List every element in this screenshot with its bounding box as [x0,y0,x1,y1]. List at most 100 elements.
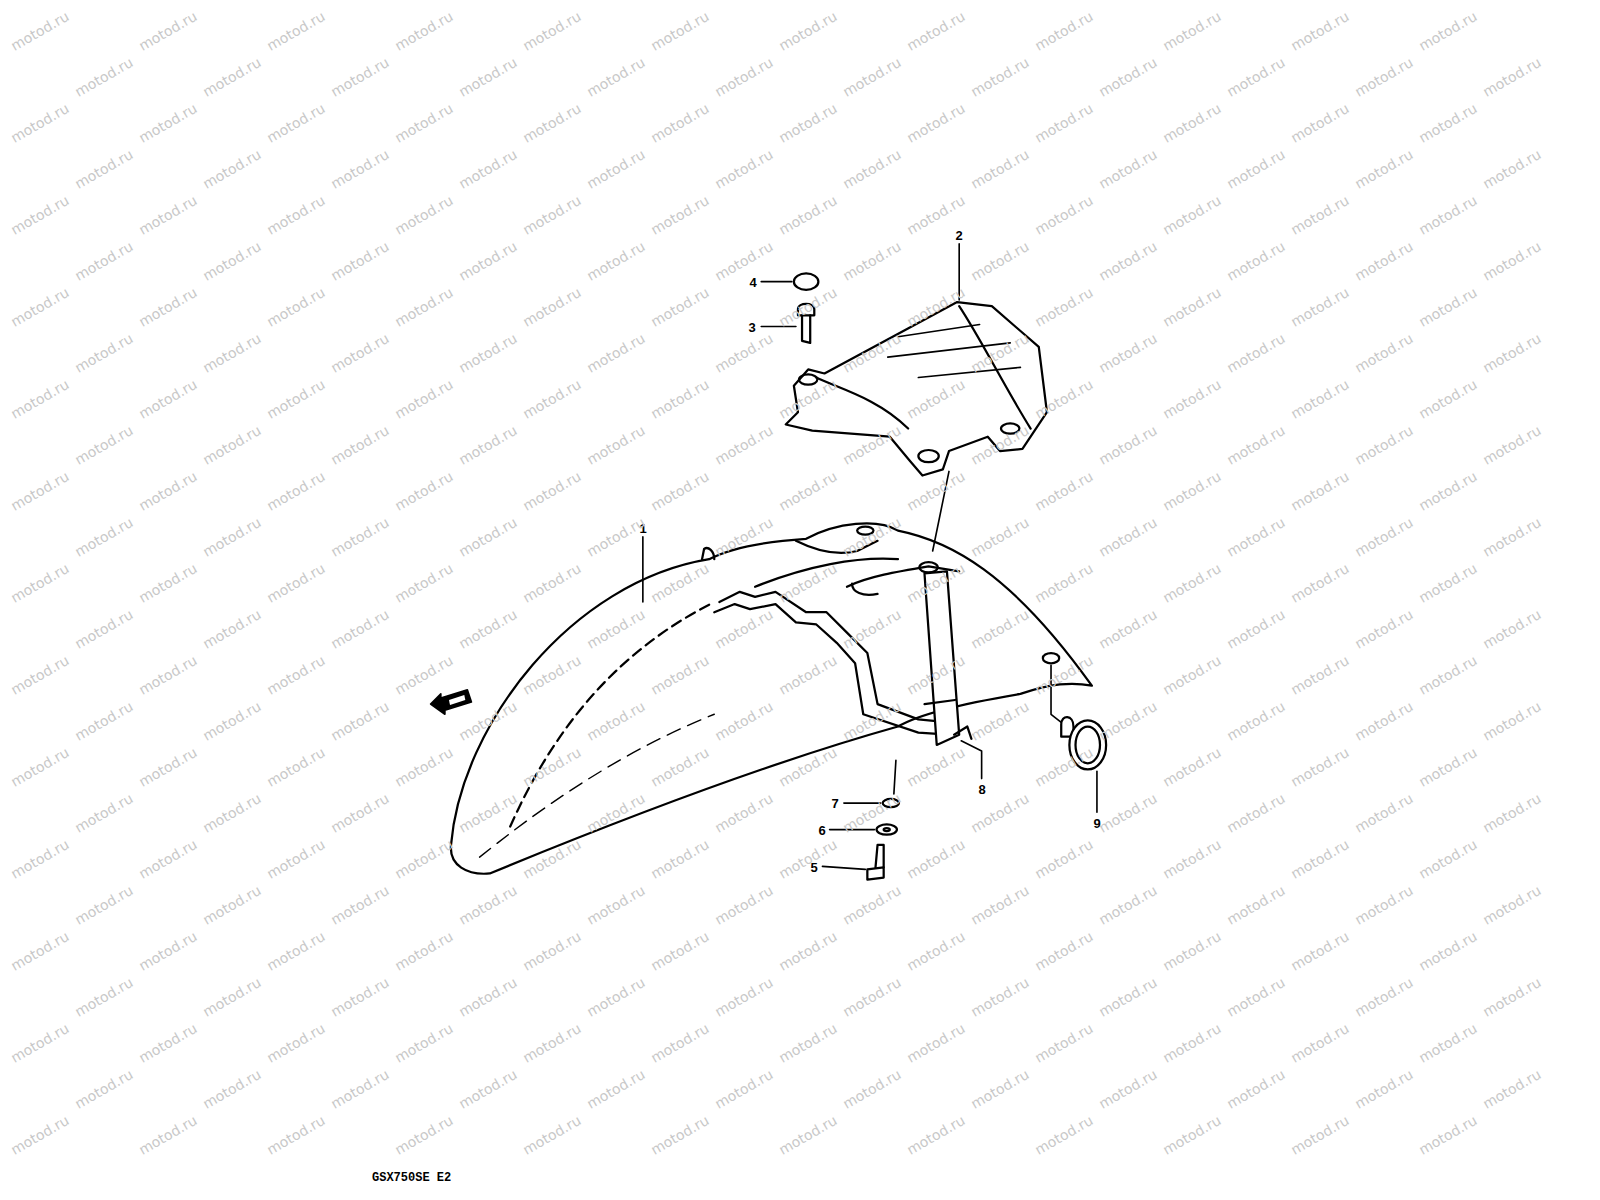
watermark: motod.ru [1417,377,1480,421]
watermark: motod.ru [329,55,392,99]
watermark: motod.ru [1097,147,1160,191]
watermark: motod.ru [1097,791,1160,835]
watermark: motod.ru [777,101,840,145]
watermark: motod.ru [585,883,648,927]
watermark: motod.ru [1097,883,1160,927]
watermark: motod.ru [969,147,1032,191]
callout-number: 2 [955,229,962,242]
watermark: motod.ru [777,285,840,329]
watermark: motod.ru [457,883,520,927]
watermark: motod.ru [585,423,648,467]
watermark: motod.ru [713,239,776,283]
watermark: motod.ru [1481,331,1544,375]
watermark: motod.ru [585,975,648,1019]
watermark: motod.ru [73,331,136,375]
watermark: motod.ru [777,837,840,881]
watermark: motod.ru [73,883,136,927]
watermark: motod.ru [521,469,584,513]
watermark: motod.ru [9,101,72,145]
watermark: motod.ru [1033,561,1096,605]
watermark: motod.ru [137,377,200,421]
watermark: motod.ru [1161,561,1224,605]
watermark: motod.ru [265,745,328,789]
watermark: motod.ru [137,653,200,697]
watermark: motod.ru [1481,423,1544,467]
watermark: motod.ru [9,469,72,513]
watermark: motod.ru [1097,1067,1160,1111]
watermark: motod.ru [1097,975,1160,1019]
watermark: motod.ru [329,791,392,835]
watermark: motod.ru [201,147,264,191]
watermark: motod.ru [393,929,456,973]
watermark: motod.ru [329,147,392,191]
watermark: motod.ru [393,745,456,789]
watermark: motod.ru [73,1067,136,1111]
watermark: motod.ru [649,837,712,881]
watermark: motod.ru [1417,1021,1480,1065]
watermark: motod.ru [265,929,328,973]
watermark: motod.ru [201,55,264,99]
watermark: motod.ru [457,55,520,99]
watermark: motod.ru [1417,745,1480,789]
watermark: motod.ru [1353,1067,1416,1111]
watermark: motod.ru [393,837,456,881]
watermark: motod.ru [265,193,328,237]
watermark: motod.ru [1289,377,1352,421]
watermark: motod.ru [585,239,648,283]
watermark: motod.ru [73,147,136,191]
watermark: motod.ru [329,883,392,927]
watermark: motod.ru [137,101,200,145]
watermark: motod.ru [329,607,392,651]
watermark: motod.ru [1225,607,1288,651]
watermark: motod.ru [969,883,1032,927]
watermark: motod.ru [1161,653,1224,697]
watermark: motod.ru [521,1113,584,1157]
watermark: motod.ru [1417,193,1480,237]
watermark: motod.ru [73,423,136,467]
watermark: motod.ru [1161,193,1224,237]
watermark: motod.ru [73,975,136,1019]
watermark: motod.ru [137,1021,200,1065]
watermark: motod.ru [137,285,200,329]
watermark: motod.ru [1417,285,1480,329]
watermark: motod.ru [1481,883,1544,927]
watermark: motod.ru [329,331,392,375]
watermark: motod.ru [969,975,1032,1019]
watermark: motod.ru [1161,1113,1224,1157]
watermark: motod.ru [265,469,328,513]
watermark: motod.ru [649,9,712,53]
watermark: motod.ru [9,193,72,237]
watermark: motod.ru [1353,331,1416,375]
watermark: motod.ru [1289,929,1352,973]
watermark: motod.ru [521,377,584,421]
watermark: motod.ru [1481,1067,1544,1111]
watermark: motod.ru [521,929,584,973]
watermark: motod.ru [585,331,648,375]
watermark: motod.ru [1289,1113,1352,1157]
watermark: motod.ru [9,929,72,973]
watermark: motod.ru [265,101,328,145]
watermark: motod.ru [393,193,456,237]
watermark: motod.ru [905,745,968,789]
watermark: motod.ru [265,377,328,421]
watermark: motod.ru [393,9,456,53]
watermark: motod.ru [777,193,840,237]
watermark: motod.ru [329,239,392,283]
watermark: motod.ru [265,653,328,697]
watermark: motod.ru [457,239,520,283]
watermark: motod.ru [1417,929,1480,973]
watermark: motod.ru [201,883,264,927]
callout-number: 8 [978,783,985,796]
watermark: motod.ru [1033,9,1096,53]
watermark: motod.ru [841,55,904,99]
watermark: motod.ru [1481,791,1544,835]
watermark: motod.ru [457,147,520,191]
watermark: motod.ru [1481,147,1544,191]
watermark: motod.ru [137,745,200,789]
watermark: motod.ru [201,423,264,467]
watermark: motod.ru [201,607,264,651]
watermark: motod.ru [457,515,520,559]
watermark: motod.ru [969,1067,1032,1111]
watermark: motod.ru [1033,929,1096,973]
watermark: motod.ru [841,239,904,283]
